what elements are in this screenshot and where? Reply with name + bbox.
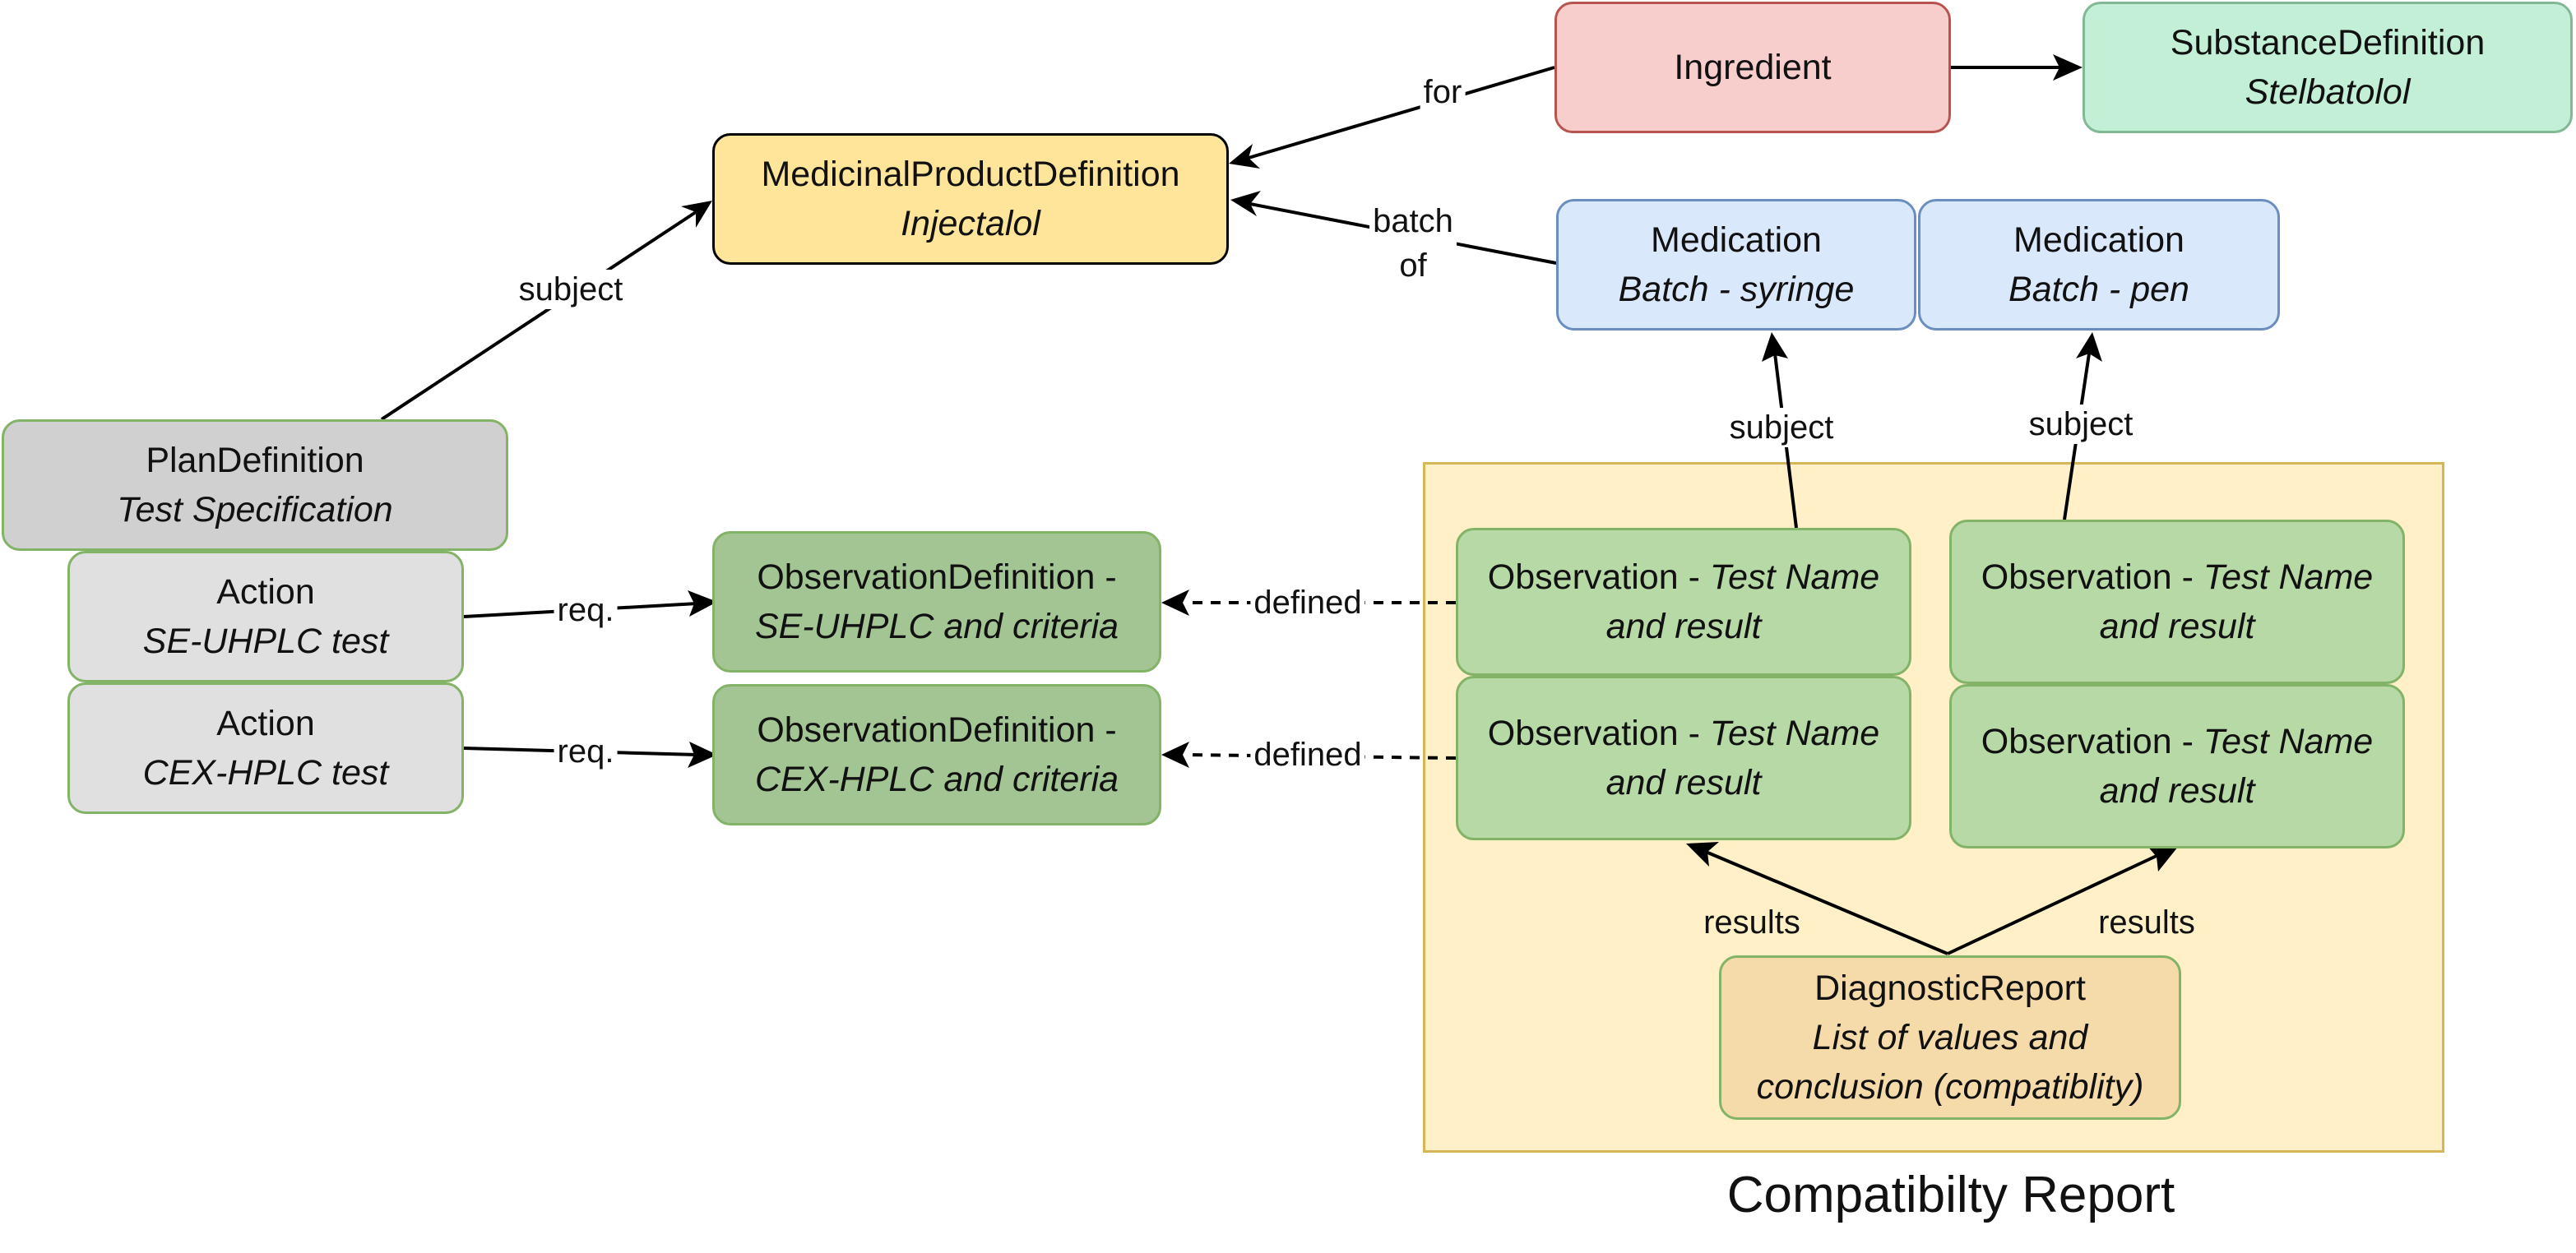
observation-definition-cex-hplc-subtitle: CEX-HPLC and criteria [754,760,1119,799]
edge-label-batch-of-line2: of [1399,247,1427,284]
plan-definition-title: PlanDefinition [146,441,364,480]
action-cex-hplc-subtitle: CEX-HPLC test [142,753,389,793]
substance-definition-title: SubstanceDefinition [2170,23,2486,62]
observation-2-italic: Test Name and result [1605,714,1880,802]
action-se-uhplc-node[interactable]: Action SE-UHPLC test [67,551,464,682]
edge-label-se-defined: defined [1250,583,1365,622]
medicinal-product-definition-subtitle: Injectalol [901,204,1040,243]
action-se-uhplc-title: Action [216,572,315,612]
arrowhead-pen-subject [2076,332,2102,362]
observation-1-prefix: Observation - [1487,557,1710,597]
observation-1-text: Observation - Test Name and result [1463,553,1904,651]
observation-node-2[interactable]: Observation - Test Name and result [1456,676,1911,840]
edge-label-cex-defined: defined [1250,735,1365,774]
arrowhead-se-req [688,590,717,617]
arrowhead-cex-defined [1161,742,1189,768]
arrowhead-syringe-subject [1762,332,1788,362]
edge-label-se-req: req. [554,590,618,630]
edge-label-pen-subject: subject [2025,405,2137,444]
action-se-uhplc-subtitle: SE-UHPLC test [142,622,389,661]
edge-label-cex-req: req. [554,732,618,771]
arrowhead-ingredient-for [1229,144,1260,169]
medication-syringe-title: Medication [1651,220,1822,260]
medication-pen-subtitle: Batch - pen [2008,270,2189,309]
diagnostic-report-title: DiagnosticReport [1814,969,2086,1008]
action-cex-hplc-node[interactable]: Action CEX-HPLC test [67,682,464,814]
ingredient-node[interactable]: Ingredient [1554,2,1951,133]
edge-label-for: for [1420,72,1466,112]
substance-definition-subtitle: Stelbatolol [2245,72,2411,112]
observation-node-4[interactable]: Observation - Test Name and result [1949,684,2405,848]
edge-label-syringe-subject: subject [1726,408,1837,447]
edge-label-batch-of-line1: batch [1373,203,1453,239]
edge-ingredient-for [1248,66,1555,160]
observation-definition-cex-hplc-title: ObservationDefinition - [757,710,1117,750]
medicinal-product-definition-title: MedicinalProductDefinition [761,155,1180,194]
observation-2-prefix: Observation - [1487,714,1710,753]
medication-syringe-subtitle: Batch - syringe [1618,270,1855,309]
observation-definition-se-uhplc-subtitle: SE-UHPLC and criteria [754,607,1119,646]
observation-2-text: Observation - Test Name and result [1463,709,1904,807]
diagnostic-report-node[interactable]: DiagnosticReport List of values and conc… [1719,955,2181,1120]
observation-node-1[interactable]: Observation - Test Name and result [1456,528,1911,676]
edge-label-results-left: results [1703,904,1800,941]
diagnostic-report-subtitle: List of values and conclusion (compatibl… [1756,1018,2144,1107]
medication-pen-node[interactable]: Medication Batch - pen [1918,199,2280,331]
edge-results-right [1947,853,2159,955]
arrowhead-ingredient-to-substance [2053,54,2083,81]
arrowhead-results-left [1686,842,1719,867]
plan-definition-subtitle: Test Specification [117,490,393,529]
observation-3-italic: Test Name and result [2099,557,2374,646]
compatibility-report-title: Compatibilty Report [1726,1166,2175,1223]
medicinal-product-definition-node[interactable]: MedicinalProductDefinition Injectalol [712,133,1229,265]
observation-4-prefix: Observation - [1981,722,2203,761]
edge-label-batch-of: batch of [1369,199,1457,288]
edge-results-left [1705,850,1948,955]
observation-3-prefix: Observation - [1981,557,2203,597]
observation-4-text: Observation - Test Name and result [1957,717,2398,816]
ingredient-title: Ingredient [1674,48,1832,87]
observation-4-italic: Test Name and result [2099,722,2374,811]
arrowhead-batch-of [1230,191,1261,216]
observation-definition-cex-hplc-node[interactable]: ObservationDefinition - CEX-HPLC and cri… [712,684,1161,825]
medication-syringe-node[interactable]: Medication Batch - syringe [1556,199,1916,331]
arrowhead-cex-req [688,742,717,768]
arrowhead-results-right [2147,845,2178,872]
action-cex-hplc-title: Action [216,704,315,743]
observation-3-text: Observation - Test Name and result [1957,553,2398,651]
observation-definition-se-uhplc-title: ObservationDefinition - [757,557,1117,597]
observation-1-italic: Test Name and result [1605,557,1880,646]
substance-definition-node[interactable]: SubstanceDefinition Stelbatolol [2083,2,2573,133]
observation-definition-se-uhplc-node[interactable]: ObservationDefinition - SE-UHPLC and cri… [712,531,1161,673]
edge-label-results-right: results [2098,904,2195,941]
medication-pen-title: Medication [2013,220,2185,260]
arrowhead-plan-subject [681,201,712,228]
edge-plan-subject [380,210,697,421]
arrowhead-se-defined [1161,590,1189,616]
plan-definition-node[interactable]: PlanDefinition Test Specification [2,419,508,551]
observation-node-3[interactable]: Observation - Test Name and result [1949,520,2405,684]
edge-label-plan-subject: subject [515,270,627,309]
